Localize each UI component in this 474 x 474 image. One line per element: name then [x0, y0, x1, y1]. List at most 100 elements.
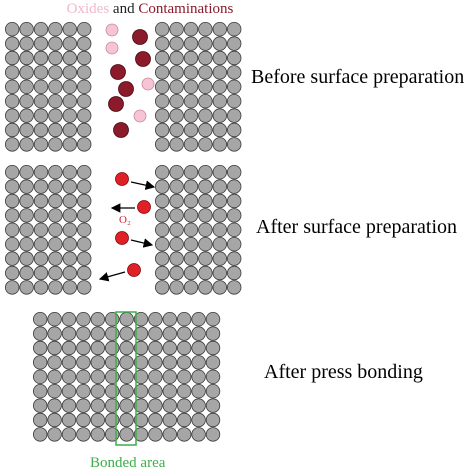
lattice-atom: [76, 251, 92, 266]
lattice-atom: [119, 326, 134, 341]
lattice-atom: [48, 193, 63, 209]
lattice-atom: [119, 412, 134, 428]
diffusion-arrow: [130, 238, 154, 248]
lattice-atom: [33, 265, 49, 281]
lattice-atom: [183, 251, 199, 266]
lattice-atom: [90, 398, 106, 413]
lattice-atom: [183, 108, 199, 123]
lattice-atom: [104, 369, 120, 385]
lattice-atom: [133, 384, 149, 399]
lattice-atom: [48, 36, 63, 51]
lattice-atom: [4, 79, 20, 95]
lattice-atom: [169, 164, 184, 180]
lattice-atom: [162, 355, 178, 370]
lattice-atom: [47, 326, 62, 341]
lattice-atom: [33, 427, 48, 442]
lattice-atom: [198, 179, 213, 194]
lattice-atom: [191, 427, 206, 442]
lattice-atom: [62, 222, 78, 238]
lattice-atom: [104, 355, 120, 370]
lattice-atom: [33, 122, 49, 138]
lattice-atom: [61, 312, 77, 327]
lattice-atom: [62, 208, 78, 223]
lattice-atom: [33, 108, 49, 123]
lattice-atom: [4, 236, 20, 252]
lattice-atom: [154, 222, 170, 238]
lattice-atom: [61, 340, 77, 356]
lattice-atom: [4, 193, 20, 209]
stage-label-after-preparation: After surface preparation: [256, 216, 457, 238]
lattice-atom: [212, 122, 228, 138]
lattice-atom: [198, 93, 213, 109]
lattice-atom: [176, 340, 192, 356]
lattice-atom: [212, 179, 228, 194]
oxygen-atom: [137, 200, 151, 214]
lattice-atom: [76, 122, 92, 138]
lattice-atom: [119, 355, 134, 370]
lattice-atom: [48, 79, 63, 95]
lattice-atom: [76, 398, 91, 413]
lattice-atom: [148, 340, 163, 356]
lattice-atom: [205, 427, 221, 442]
lattice-atom: [183, 22, 199, 37]
lattice-atom: [212, 193, 228, 209]
lattice-atom: [33, 193, 49, 209]
lattice-atom: [4, 265, 20, 281]
lattice-atom: [19, 280, 34, 295]
lattice-atom: [154, 122, 170, 138]
lattice-atom: [48, 164, 63, 180]
lattice-atom: [154, 79, 170, 95]
lattice-atom: [76, 179, 92, 194]
lattice-atom: [33, 65, 49, 80]
lattice-atom: [226, 137, 242, 152]
diagram-title: Oxides and Contaminations: [0, 0, 300, 18]
lattice-atom: [191, 312, 206, 327]
lattice-atom: [169, 280, 184, 295]
lattice-atom: [76, 193, 92, 209]
lattice-atom: [61, 369, 77, 385]
lattice-atom: [198, 79, 213, 95]
lattice-atom: [183, 93, 199, 109]
contamination-particle: [118, 81, 134, 97]
lattice-atom: [162, 398, 178, 413]
lattice-atom: [104, 412, 120, 428]
lattice-atom: [169, 236, 184, 252]
lattice-atom: [4, 179, 20, 194]
lattice-atom: [4, 50, 20, 66]
lattice-atom: [76, 265, 92, 281]
lattice-atom: [33, 369, 48, 385]
lattice-atom: [76, 79, 92, 95]
lattice-atom: [169, 50, 184, 66]
lattice-atom: [76, 65, 92, 80]
lattice-atom: [47, 340, 62, 356]
lattice-atom: [154, 280, 170, 295]
lattice-atom: [33, 312, 48, 327]
lattice-atom: [169, 193, 184, 209]
lattice-atom: [47, 398, 62, 413]
lattice-atom: [48, 236, 63, 252]
lattice-atom: [212, 280, 228, 295]
lattice-atom: [191, 340, 206, 356]
lattice-atom: [198, 108, 213, 123]
lattice-atom: [176, 398, 192, 413]
lattice-atom: [19, 137, 34, 152]
lattice-atom: [169, 108, 184, 123]
oxygen-atom: [127, 263, 141, 277]
lattice-right-after-prep: [154, 164, 242, 295]
lattice-atom: [33, 22, 49, 37]
lattice-atom: [154, 208, 170, 223]
lattice-atom: [154, 265, 170, 281]
oxide-particle: [141, 77, 155, 91]
lattice-atom: [33, 222, 49, 238]
lattice-atom: [226, 50, 242, 66]
lattice-atom: [212, 93, 228, 109]
lattice-atom: [33, 280, 49, 295]
stage-label-before-preparation: Before surface preparation: [251, 66, 465, 88]
lattice-atom: [191, 412, 206, 428]
lattice-atom: [169, 122, 184, 138]
lattice-atom: [33, 251, 49, 266]
lattice-atom: [61, 398, 77, 413]
lattice-atom: [154, 65, 170, 80]
o2-label: O₂: [119, 214, 131, 226]
lattice-atom: [198, 22, 213, 37]
